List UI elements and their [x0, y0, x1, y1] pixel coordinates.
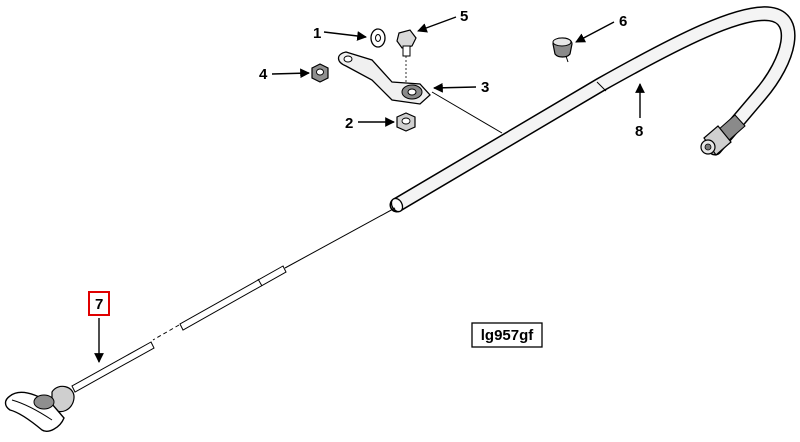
clamp-leader-line [431, 91, 503, 134]
arrow-5 [417, 16, 457, 33]
callout-4: 4 [259, 66, 268, 83]
arrow-3 [433, 82, 477, 93]
cable-end-fitting [700, 114, 746, 156]
clamp-bracket [337, 51, 431, 105]
callout-7: 7 [95, 296, 103, 313]
drawing-code-box: lg957gf [471, 322, 543, 348]
callout-5: 5 [460, 8, 468, 25]
grommet [552, 37, 573, 63]
washer [370, 28, 386, 48]
callout-labels: 1 2 3 4 5 6 7 8 [88, 8, 643, 316]
nut-2 [396, 112, 416, 132]
inner-cable-wire [71, 207, 396, 393]
callout-7-highlight-box [88, 291, 110, 316]
callout-6: 6 [619, 13, 627, 30]
t-handle [4, 385, 75, 432]
arrow-1 [323, 31, 367, 41]
nut-4 [311, 63, 329, 83]
callout-3: 3 [481, 79, 489, 96]
arrow-6 [575, 21, 615, 43]
callout-2: 2 [345, 115, 353, 132]
callout-arrows [94, 16, 645, 363]
drawing-code-text: lg957gf [481, 327, 535, 344]
capscrew [396, 29, 417, 100]
cable-housing [389, 6, 796, 213]
callout-8: 8 [635, 123, 643, 140]
arrow-4 [271, 68, 310, 79]
callout-1: 1 [313, 25, 321, 42]
